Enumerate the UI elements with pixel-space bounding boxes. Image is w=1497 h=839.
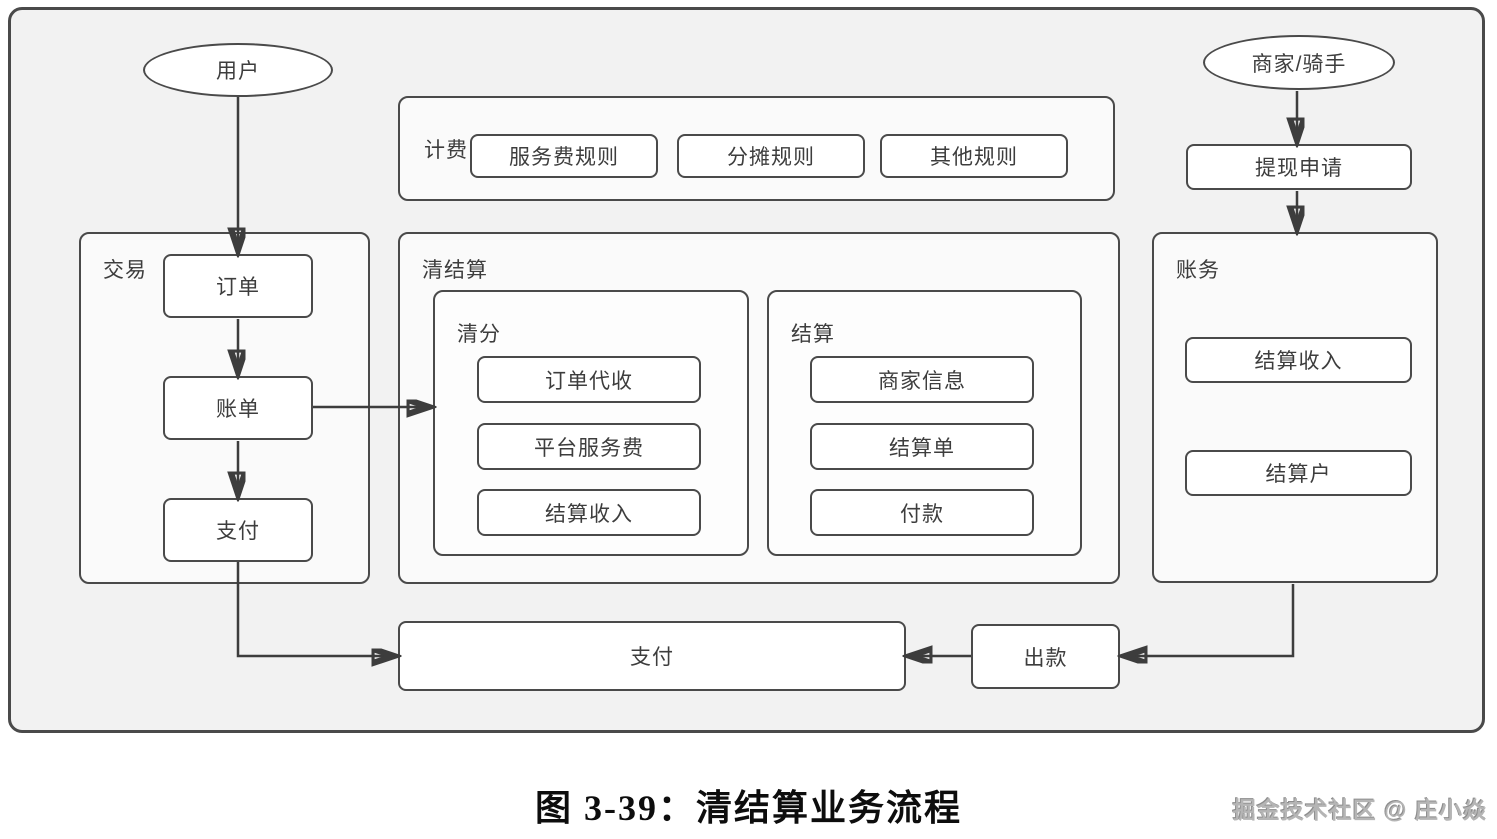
- node-payment-label: 付款: [900, 502, 944, 526]
- node-withdraw-apply: 提现申请: [1186, 144, 1412, 190]
- node-accounting-settlement-income: 结算收入: [1185, 337, 1412, 383]
- node-user-ellipse: 用户: [143, 43, 333, 97]
- node-order: 订单: [163, 254, 313, 318]
- node-bottom-pay-label: 支付: [630, 646, 674, 669]
- node-settlement-bill-label: 结算单: [889, 436, 955, 460]
- node-bill: 账单: [163, 376, 313, 440]
- node-other-rule: 其他规则: [880, 134, 1068, 178]
- node-settlement-bill: 结算单: [810, 423, 1034, 470]
- group-clearing-settlement-label: 清结算: [422, 259, 488, 282]
- node-pay-label: 支付: [216, 520, 260, 543]
- node-order-collection-label: 订单代收: [545, 369, 633, 393]
- node-merchant-rider-label: 商家/骑手: [1251, 52, 1347, 76]
- group-settlement-label: 结算: [791, 323, 835, 346]
- node-merchant-info-label: 商家信息: [878, 369, 966, 393]
- group-trade-label: 交易: [103, 259, 147, 282]
- node-settlement-account-label: 结算户: [1265, 463, 1332, 486]
- node-order-collection: 订单代收: [477, 356, 701, 403]
- node-merchant-info: 商家信息: [810, 356, 1034, 403]
- group-clearing-label: 清分: [457, 323, 501, 346]
- node-service-fee-rule-label: 服务费规则: [509, 146, 619, 169]
- node-pay: 支付: [163, 498, 313, 562]
- node-clearing-settlement-income-label: 结算收入: [545, 502, 633, 526]
- node-payment: 付款: [810, 489, 1034, 536]
- node-service-fee-rule: 服务费规则: [470, 134, 658, 178]
- group-accounting-label: 账务: [1176, 259, 1220, 282]
- node-allocation-rule: 分摊规则: [677, 134, 865, 178]
- node-clearing-settlement-income: 结算收入: [477, 489, 701, 536]
- node-allocation-rule-label: 分摊规则: [727, 146, 815, 169]
- figure-caption: 图 3-39：清结算业务流程: [535, 788, 962, 828]
- group-accounting: 账务: [1152, 232, 1438, 583]
- node-merchant-rider-ellipse: 商家/骑手: [1203, 35, 1395, 90]
- watermark: 掘金技术社区 @ 庄小焱: [1232, 797, 1487, 823]
- node-withdraw-apply-label: 提现申请: [1255, 157, 1343, 180]
- node-disburse-label: 出款: [1023, 646, 1068, 670]
- node-user-label: 用户: [216, 60, 260, 83]
- group-billing-label: 计费: [424, 138, 468, 162]
- node-platform-service-fee: 平台服务费: [477, 423, 701, 470]
- node-settlement-account: 结算户: [1185, 450, 1412, 496]
- node-bottom-pay: 支付: [398, 621, 906, 691]
- node-bill-label: 账单: [216, 398, 260, 421]
- node-order-label: 订单: [216, 276, 260, 299]
- node-platform-service-fee-label: 平台服务费: [534, 436, 644, 460]
- node-disburse: 出款: [971, 624, 1120, 689]
- node-other-rule-label: 其他规则: [930, 146, 1018, 169]
- node-accounting-settlement-income-label: 结算收入: [1254, 350, 1343, 373]
